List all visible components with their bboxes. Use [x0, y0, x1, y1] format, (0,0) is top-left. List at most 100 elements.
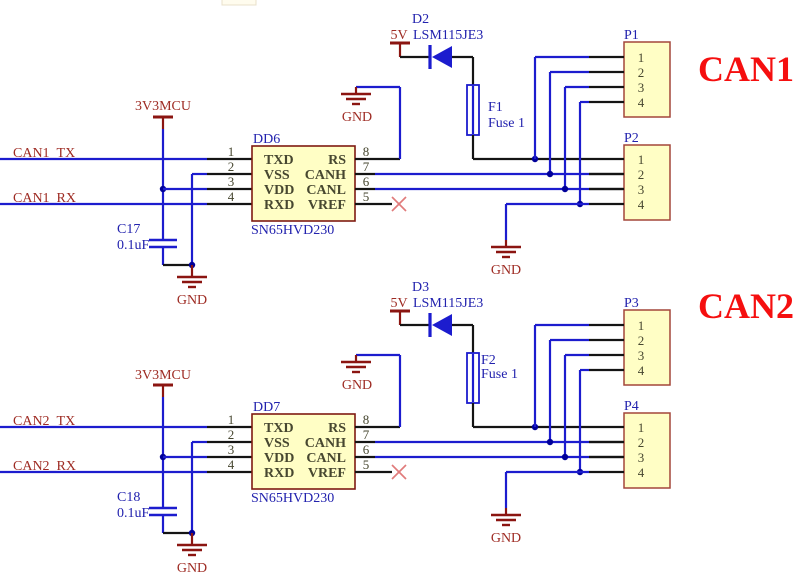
pin-number: 8 — [363, 412, 370, 427]
pin-name-canl: CANL — [306, 183, 346, 198]
pin-number: 2 — [228, 427, 235, 442]
pin-number: 4 — [638, 465, 645, 480]
part-number-d3: LSM115JE3 — [413, 296, 483, 311]
pin-number: 3 — [638, 182, 645, 197]
pin-name-canh: CANH — [305, 168, 346, 183]
pin-number: 1 — [638, 152, 645, 167]
net-label-can2-tx: CAN2_TX — [13, 414, 75, 429]
pin-number: 4 — [638, 363, 645, 378]
pin-number: 6 — [363, 174, 370, 189]
pin-number: 3 — [638, 80, 645, 95]
pin-number: 6 — [363, 442, 370, 457]
pin-number: 4 — [638, 197, 645, 212]
pin-number: 1 — [228, 144, 235, 159]
ic-dd6[interactable] — [251, 145, 356, 222]
junction-dot — [561, 453, 569, 461]
pin-number: 3 — [228, 442, 235, 457]
gnd-label: GND — [491, 263, 521, 278]
pin-name-vss: VSS — [264, 168, 290, 183]
pin-number: 3 — [638, 348, 645, 363]
pin-number: 1 — [638, 318, 645, 333]
no-connect-x-icon — [391, 196, 407, 212]
designator-f1: F1 — [488, 100, 503, 115]
pin-number: 2 — [638, 435, 645, 450]
designator-p1: P1 — [624, 28, 639, 43]
pin-name-canh: CANH — [305, 436, 346, 451]
title-can2: CAN2 — [698, 286, 794, 326]
designator-p2: P2 — [624, 131, 639, 146]
pin-number: 2 — [638, 65, 645, 80]
pin-name-vdd: VDD — [264, 183, 294, 198]
title-can1: CAN1 — [698, 49, 794, 89]
value-c18: 0.1uF — [117, 506, 150, 521]
pin-name-rxd: RXD — [264, 198, 294, 213]
junction-dot — [546, 170, 554, 178]
pin-number: 3 — [228, 174, 235, 189]
pin-number: 4 — [228, 457, 235, 472]
pin-name-vref: VREF — [308, 198, 346, 213]
designator-dd6: DD6 — [253, 132, 280, 147]
pin-name-rs: RS — [328, 421, 346, 436]
pin-name-vdd: VDD — [264, 451, 294, 466]
pin-name-txd: TXD — [264, 421, 294, 436]
net-label-can1-tx: CAN1_TX — [13, 146, 75, 161]
junction-dot — [561, 185, 569, 193]
part-number-dd7: SN65HVD230 — [251, 491, 334, 506]
pin-number: 1 — [638, 50, 645, 65]
net-label-can2-rx: CAN2_RX — [13, 459, 76, 474]
no-connect-x-icon — [391, 464, 407, 480]
pin-number: 1 — [638, 420, 645, 435]
gnd-label: GND — [491, 531, 521, 546]
power-label-3v3mcu: 3V3MCU — [135, 368, 191, 383]
value-c17: 0.1uF — [117, 238, 150, 253]
pin-number: 4 — [228, 189, 235, 204]
power-label-3v3mcu: 3V3MCU — [135, 99, 191, 114]
designator-f2: F2 — [481, 353, 496, 368]
value-f2: Fuse 1 — [481, 367, 518, 382]
pin-number: 4 — [638, 95, 645, 110]
cropped-component-sliver — [221, 0, 257, 6]
diode-d3[interactable] — [432, 314, 452, 336]
power-label-5v: 5V — [390, 296, 407, 311]
power-label-5v: 5V — [390, 28, 407, 43]
designator-c17: C17 — [117, 222, 140, 237]
gnd-label: GND — [342, 378, 372, 393]
pin-name-canl: CANL — [306, 451, 346, 466]
pin-name-vref: VREF — [308, 466, 346, 481]
pin-number: 2 — [638, 333, 645, 348]
pin-number: 7 — [363, 159, 370, 174]
designator-dd7: DD7 — [253, 400, 280, 415]
net-label-can1-rx: CAN1_RX — [13, 191, 76, 206]
ic-dd7[interactable] — [251, 413, 356, 490]
connector-p3[interactable] — [623, 309, 671, 386]
designator-p3: P3 — [624, 296, 639, 311]
connector-p1[interactable] — [623, 41, 671, 118]
gnd-label: GND — [177, 293, 207, 308]
gnd-label: GND — [177, 561, 207, 576]
designator-d2: D2 — [412, 12, 429, 27]
pin-number: 2 — [638, 167, 645, 182]
pin-number: 5 — [363, 189, 370, 204]
pin-number: 8 — [363, 144, 370, 159]
value-f1: Fuse 1 — [488, 116, 525, 131]
part-number-d2: LSM115JE3 — [413, 28, 483, 43]
pin-name-txd: TXD — [264, 153, 294, 168]
pin-number: 7 — [363, 427, 370, 442]
pin-name-vss: VSS — [264, 436, 290, 451]
connector-p4[interactable] — [623, 412, 671, 489]
pin-number: 2 — [228, 159, 235, 174]
designator-c18: C18 — [117, 490, 140, 505]
diode-d2[interactable] — [432, 46, 452, 68]
designator-d3: D3 — [412, 280, 429, 295]
pin-name-rs: RS — [328, 153, 346, 168]
junction-dot — [546, 438, 554, 446]
gnd-label: GND — [342, 110, 372, 125]
pin-number: 1 — [228, 412, 235, 427]
pin-number: 5 — [363, 457, 370, 472]
part-number-dd6: SN65HVD230 — [251, 223, 334, 238]
connector-p2[interactable] — [623, 144, 671, 221]
designator-p4: P4 — [624, 399, 639, 414]
pin-name-rxd: RXD — [264, 466, 294, 481]
